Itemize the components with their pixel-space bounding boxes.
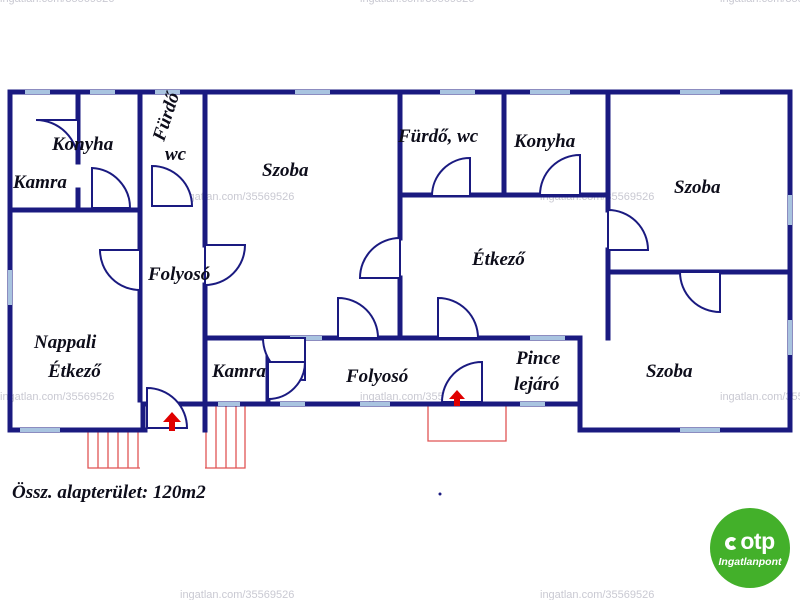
entrance-steps-left: [87, 404, 246, 469]
entrance-arrow-icon: [163, 412, 181, 431]
room-label-furdo-right: Fürdő, wc: [397, 126, 479, 147]
watermark-text: ingatlan.com/35569526: [360, 0, 474, 5]
room-label-nappali-etkezo: Étkező: [47, 360, 102, 382]
room-label-wc-left: wc: [165, 144, 187, 165]
watermark-text: ingatlan.com/35569526: [0, 391, 114, 403]
entrance-arrows: [163, 390, 465, 431]
room-label-kamra-bottom: Kamra: [211, 361, 266, 382]
dot-mark: [438, 492, 442, 496]
watermark-text: ingatlan.com/35569526: [540, 589, 654, 600]
room-label-szoba-right-top: Szoba: [674, 177, 721, 198]
room-labels: Konyha Kamra Fürdő wc Szoba Folyosó Napp…: [12, 88, 721, 395]
room-label-etkezo: Étkező: [471, 248, 526, 270]
logo-subtitle: Ingatlanpont: [718, 556, 782, 568]
room-label-konyha-left: Konyha: [51, 134, 114, 155]
room-label-folyoso-left: Folyosó: [147, 264, 210, 285]
entrance-steps-center: [427, 404, 507, 442]
entrance-arrow-icon: [449, 390, 465, 406]
otp-ingatlanpont-logo: otp Ingatlanpont: [710, 508, 790, 588]
logo-name: otp: [740, 528, 775, 554]
doors: [35, 119, 721, 429]
watermark-text: ingatlan.com/35569526: [720, 0, 800, 5]
logo-wordmark: otp: [710, 528, 790, 555]
room-label-kamra-left: Kamra: [12, 172, 67, 193]
room-label-konyha-right: Konyha: [513, 131, 576, 152]
room-label-szoba-right-bottom: Szoba: [646, 361, 693, 382]
watermark-text: ingatlan.com/35569526: [720, 391, 800, 403]
total-area-label: Össz. alapterület: 120m2: [12, 482, 206, 503]
room-label-folyoso-bottom: Folyosó: [345, 366, 408, 387]
room-label-szoba-center: Szoba: [262, 160, 309, 181]
room-label-pince: Pince: [515, 348, 561, 369]
room-label-furdo-left: Fürdő: [148, 88, 184, 144]
watermark-text: ingatlan.com/35569526: [180, 589, 294, 600]
watermark-text: ingatlan.com/35569526: [180, 191, 294, 203]
logo-ring-icon: [725, 537, 739, 550]
room-label-lejaro: lejáró: [514, 374, 559, 395]
room-label-nappali: Nappali: [33, 332, 97, 353]
watermark-text: ingatlan.com/35569526: [0, 0, 114, 5]
